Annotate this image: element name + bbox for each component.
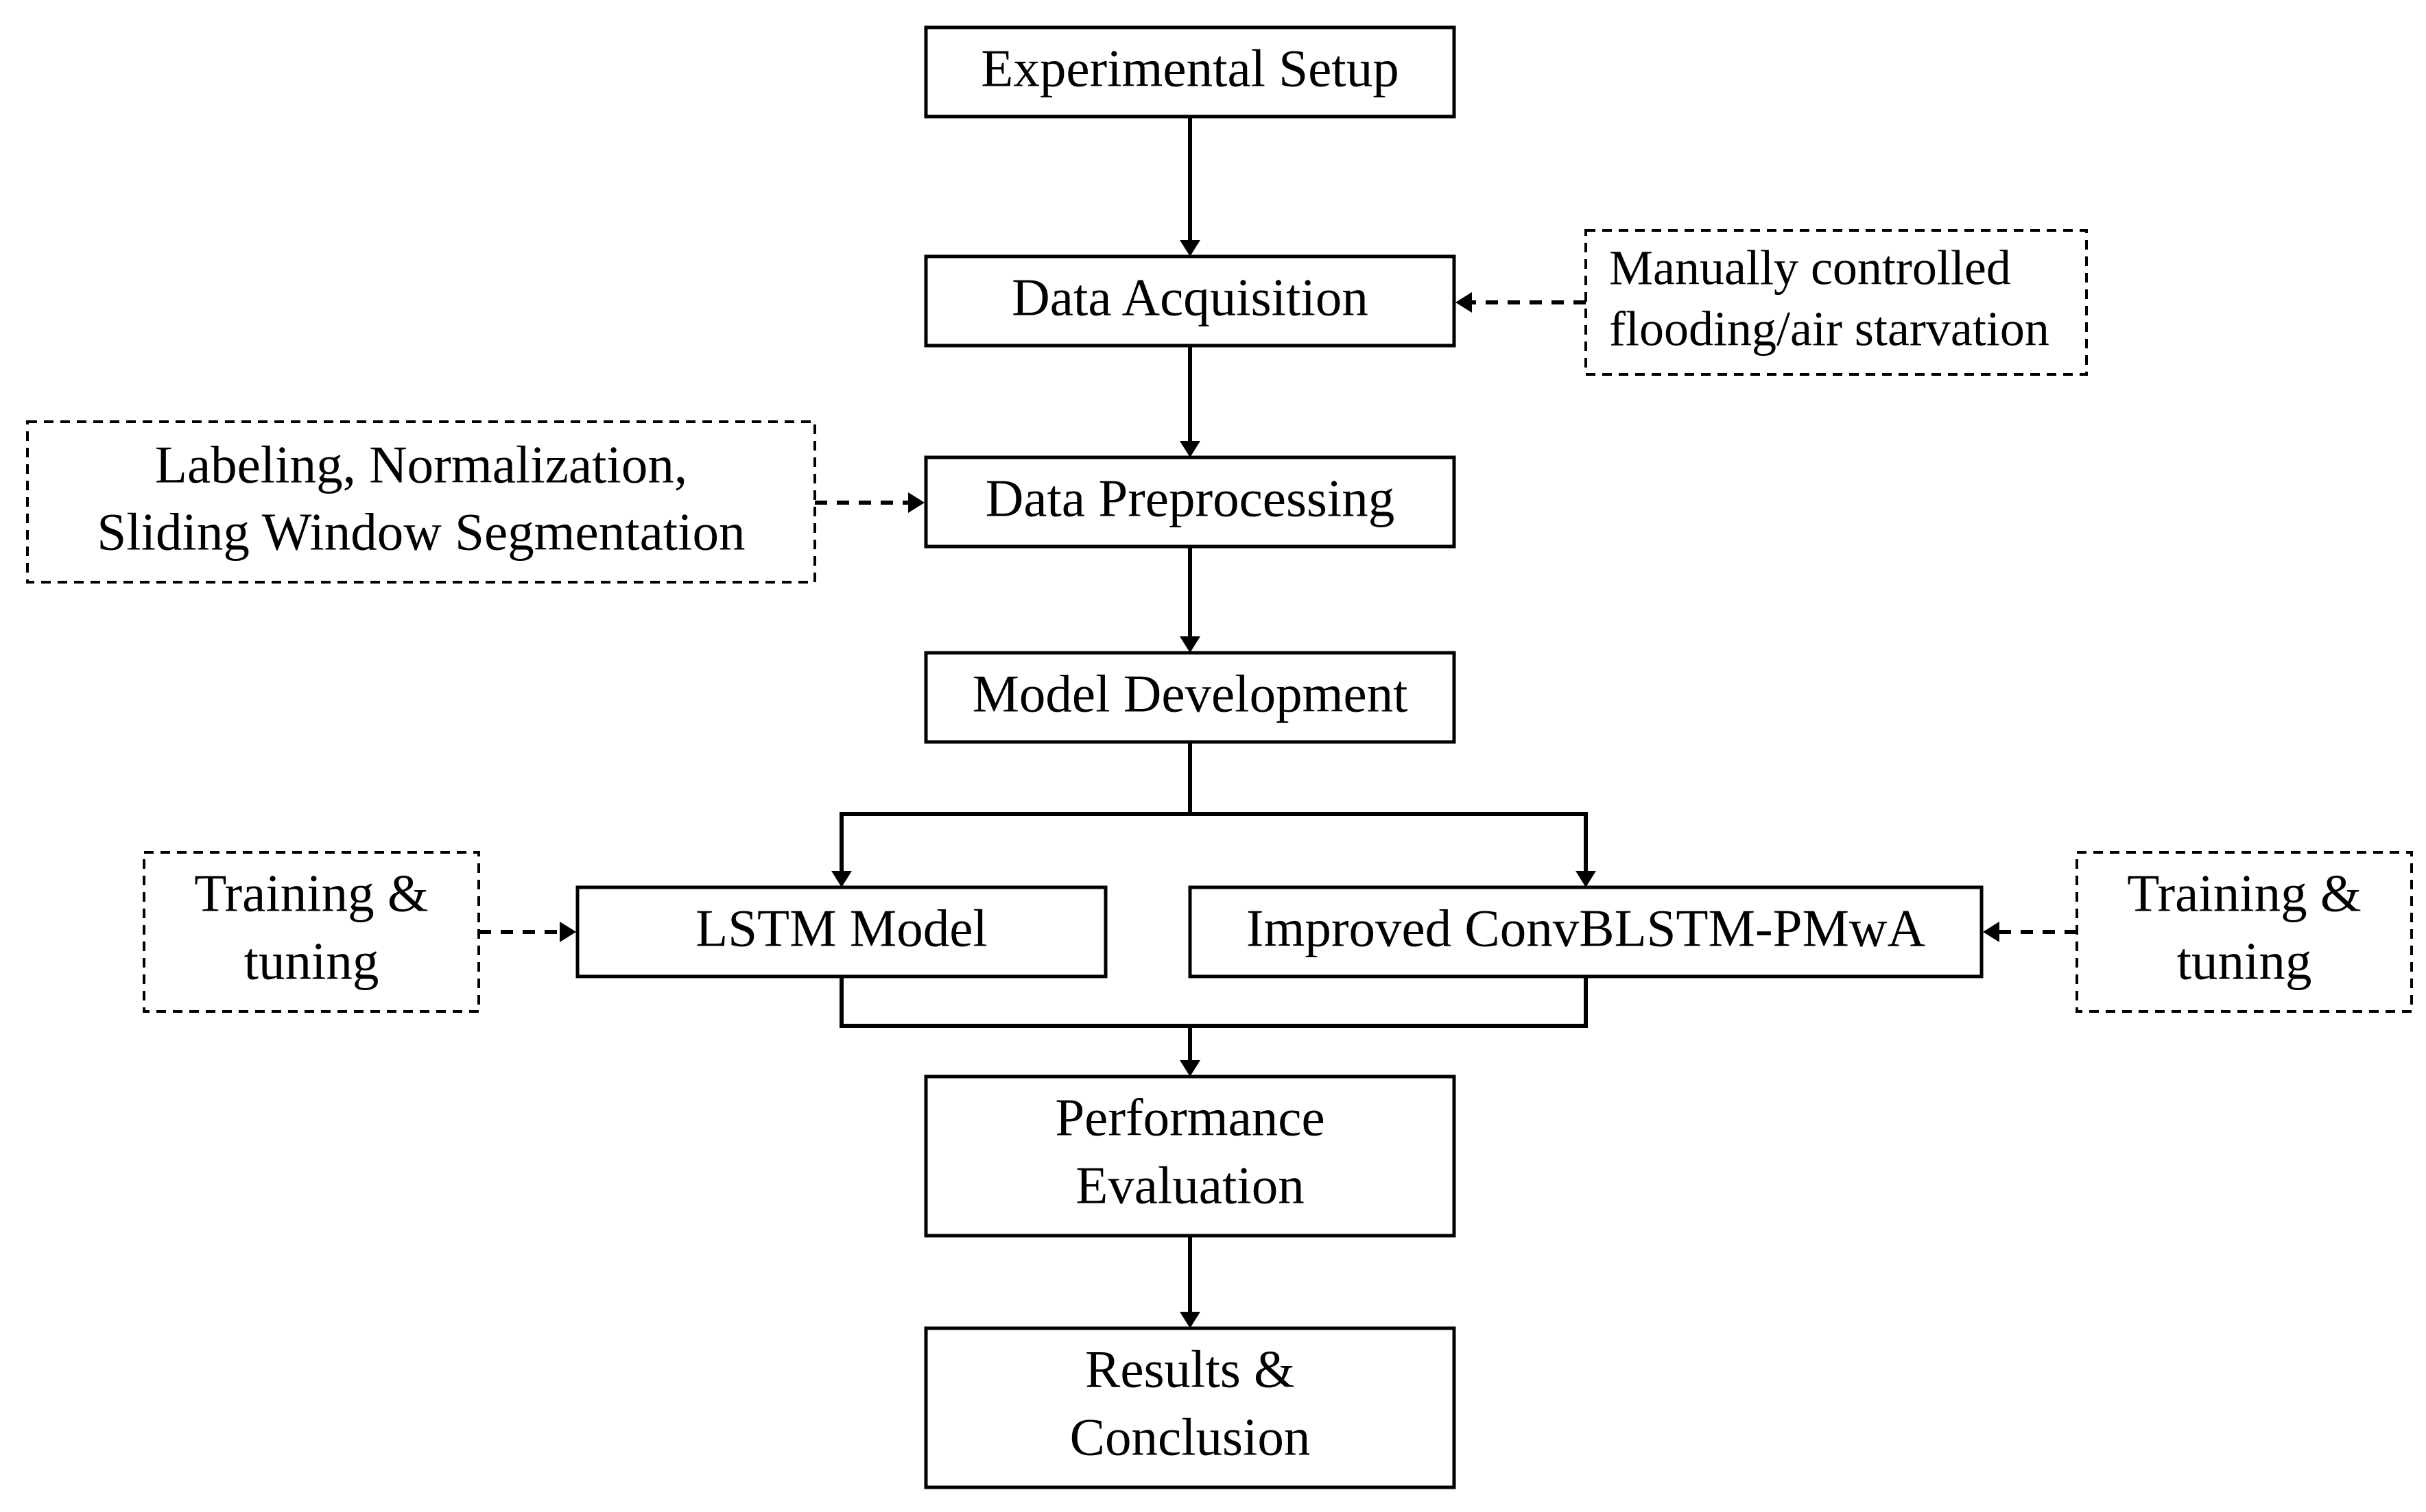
arrow-evaluation-to-results <box>1180 1236 1200 1328</box>
dashed-arrow-training-to-improved <box>1983 922 2077 942</box>
annotation-preprocessing-note: Labeling, Normalization, Sliding Window … <box>26 420 816 584</box>
node-data-acquisition: Data Acquisition <box>924 254 1456 348</box>
node-data-preprocessing: Data Preprocessing <box>924 455 1456 549</box>
annotation-lstm-training-line-1: Training & <box>194 864 429 923</box>
annotation-improved-training: Training & tuning <box>2076 851 2413 1013</box>
node-results-conclusion: Results & Conclusion <box>924 1326 1456 1489</box>
node-model-development: Model Development <box>924 651 1456 744</box>
arrow-preprocessing-to-development <box>1180 547 1200 653</box>
node-performance-evaluation-line-1: Performance <box>1055 1088 1324 1147</box>
node-improved-model-label: Improved ConvBLSTM-PMwA <box>1246 899 1926 958</box>
annotation-preprocessing-note-line-2: Sliding Window Segmentation <box>97 503 745 562</box>
node-data-acquisition-label: Data Acquisition <box>1012 268 1368 327</box>
dashed-arrow-note-to-acquisition <box>1455 292 1586 313</box>
node-experimental-setup: Experimental Setup <box>924 25 1456 119</box>
annotation-lstm-training-line-2: tuning <box>244 932 379 991</box>
node-results-conclusion-line-2: Conclusion <box>1070 1408 1311 1467</box>
arrow-development-split <box>831 742 1596 887</box>
node-lstm-model-label: LSTM Model <box>695 899 988 958</box>
annotation-improved-training-line-1: Training & <box>2127 864 2362 923</box>
node-lstm-model: LSTM Model <box>575 885 1108 979</box>
annotation-acquisition-note-line-1: Manually controlled <box>1609 241 2011 296</box>
node-experimental-setup-label: Experimental Setup <box>981 39 1399 98</box>
dashed-arrow-note-to-preprocessing <box>815 492 925 513</box>
node-performance-evaluation: Performance Evaluation <box>924 1075 1456 1238</box>
arrow-setup-to-acquisition <box>1180 117 1200 256</box>
node-performance-evaluation-line-2: Evaluation <box>1075 1156 1305 1215</box>
annotation-acquisition-note: Manually controlled flooding/air starvat… <box>1584 229 2088 376</box>
arrow-models-merge <box>840 976 1588 1077</box>
dashed-arrow-training-to-lstm <box>479 922 576 942</box>
annotation-lstm-training: Training & tuning <box>143 851 480 1013</box>
node-results-conclusion-line-1: Results & <box>1085 1340 1295 1399</box>
annotation-improved-training-line-2: tuning <box>2177 932 2312 991</box>
node-improved-model: Improved ConvBLSTM-PMwA <box>1188 885 1984 979</box>
annotation-preprocessing-note-line-1: Labeling, Normalization, <box>155 435 687 494</box>
node-model-development-label: Model Development <box>972 664 1407 723</box>
node-data-preprocessing-label: Data Preprocessing <box>986 469 1395 528</box>
arrow-acquisition-to-preprocessing <box>1180 346 1200 457</box>
annotation-acquisition-note-line-2: flooding/air starvation <box>1609 302 2049 357</box>
